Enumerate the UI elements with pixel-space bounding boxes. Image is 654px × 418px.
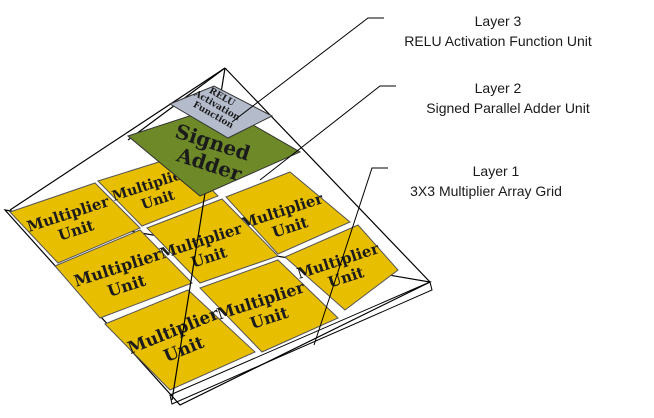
layer2-leader xyxy=(259,85,396,181)
base-plate-edge xyxy=(169,281,433,405)
multiplier-unit-r2c2: Multiplier Unit xyxy=(146,198,279,284)
layer2-callout: Layer 2 Signed Parallel Adder Unit xyxy=(426,80,590,116)
callout-lines xyxy=(231,17,396,346)
layer1-description: 3X3 Multiplier Array Grid xyxy=(410,183,562,199)
multiplier-unit-r2c1: Multiplier Unit xyxy=(54,229,193,319)
relu-activation-unit: RELU Activation Function xyxy=(168,85,274,139)
multiplier-unit-r1c3: Multiplier Unit xyxy=(225,171,351,255)
layer2-description: Signed Parallel Adder Unit xyxy=(426,100,590,116)
layer1-title: Layer 1 xyxy=(473,163,520,179)
layer1-leader xyxy=(313,167,388,346)
multiplier-unit-r3c1: Multiplier Unit xyxy=(104,289,256,391)
signed-adder-unit: Signed Adder xyxy=(126,105,302,197)
layer1-callout: Layer 1 3X3 Multiplier Array Grid xyxy=(410,163,562,199)
multiplier-unit-r3c2: Multiplier Unit xyxy=(199,259,339,353)
layer3-description: RELU Activation Function Unit xyxy=(404,33,592,49)
layer3-title: Layer 3 xyxy=(475,13,522,29)
layer3-leader xyxy=(231,17,384,123)
layer2-title: Layer 2 xyxy=(475,80,522,96)
layer3-callout: Layer 3 RELU Activation Function Unit xyxy=(404,13,592,49)
multiplier-unit-r2c3: Multiplier Unit xyxy=(284,224,399,311)
